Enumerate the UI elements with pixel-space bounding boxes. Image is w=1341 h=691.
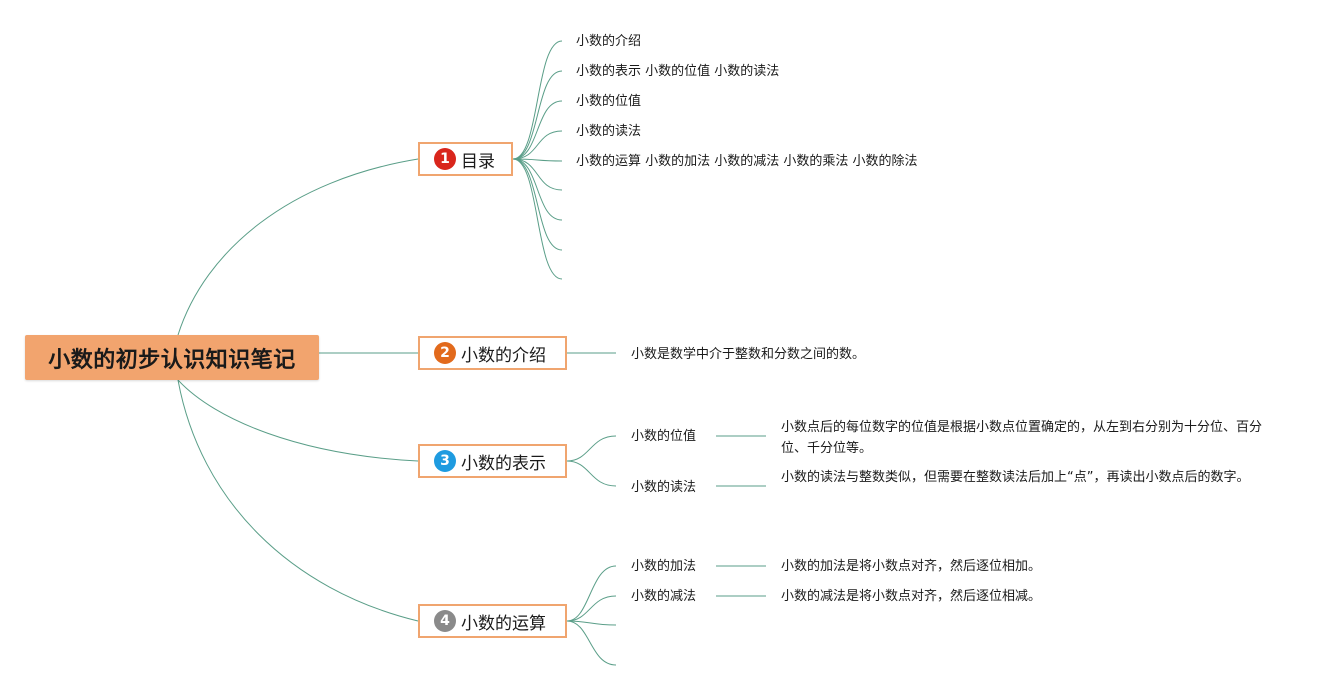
number-3-icon: 3 xyxy=(434,450,456,472)
toc-leaf-link xyxy=(512,100,563,160)
root-to-toc-link xyxy=(177,158,419,336)
number-1-icon: 1 xyxy=(434,148,456,170)
branch-representation-label: 小数的表示 xyxy=(461,453,546,474)
toc-leaf-link xyxy=(512,70,563,160)
operations-leaf-link xyxy=(566,565,617,622)
toc-item[interactable]: 小数的位值 xyxy=(576,94,642,109)
number-4-icon: 4 xyxy=(434,610,456,632)
branch-introduction-label: 小数的介绍 xyxy=(461,345,546,366)
toc-leaf-link xyxy=(512,158,563,162)
reading-description[interactable]: 小数的读法与整数类似，但需要在整数读法后加上“点”，再读出小数点后的数字。 xyxy=(781,470,1250,485)
operations-leaf-link xyxy=(566,620,617,666)
root-to-representation-link xyxy=(177,379,419,462)
toc-item[interactable]: 小数的表示 小数的位值 小数的读法 xyxy=(576,64,780,79)
subtraction-topic[interactable]: 小数的减法 xyxy=(631,589,697,604)
operations-leaf-link xyxy=(566,620,617,626)
toc-leaf-link xyxy=(512,158,563,251)
root-topic-label: 小数的初步认识知识笔记 xyxy=(48,347,296,373)
branch-operations-label: 小数的运算 xyxy=(461,613,546,634)
place-value-topic[interactable]: 小数的位值 xyxy=(631,429,697,444)
toc-leaf-link xyxy=(512,130,563,160)
place-value-description[interactable]: 小数点后的每位数字的位值是根据小数点位置确定的，从左到右分别为十分位、百分位、千… xyxy=(781,420,1263,456)
branch-introduction[interactable]: 2 小数的介绍 xyxy=(418,336,567,370)
toc-item[interactable]: 小数的运算 小数的加法 小数的减法 小数的乘法 小数的除法 xyxy=(576,154,918,169)
reading-link xyxy=(566,460,617,487)
toc-item[interactable]: 小数的介绍 xyxy=(576,34,642,49)
toc-item[interactable]: 小数的读法 xyxy=(576,124,642,139)
introduction-description[interactable]: 小数是数学中介于整数和分数之间的数。 xyxy=(631,347,866,362)
toc-leaf-link xyxy=(512,158,563,191)
root-to-operations-link xyxy=(177,379,419,622)
subtraction-description[interactable]: 小数的减法是将小数点对齐，然后逐位相减。 xyxy=(781,589,1042,604)
toc-leaf-link xyxy=(512,158,563,221)
root-topic[interactable]: 小数的初步认识知识笔记 xyxy=(25,335,319,380)
addition-description[interactable]: 小数的加法是将小数点对齐，然后逐位相加。 xyxy=(781,559,1042,574)
place-value-link xyxy=(566,435,617,462)
branch-toc[interactable]: 1 目录 xyxy=(418,142,513,176)
reading-topic[interactable]: 小数的读法 xyxy=(631,480,697,495)
branch-representation[interactable]: 3 小数的表示 xyxy=(418,444,567,478)
toc-leaf-link xyxy=(512,158,563,280)
operations-leaf-link xyxy=(566,595,617,622)
toc-leaf-link xyxy=(512,40,563,160)
number-2-icon: 2 xyxy=(434,342,456,364)
addition-topic[interactable]: 小数的加法 xyxy=(631,559,697,574)
branch-operations[interactable]: 4 小数的运算 xyxy=(418,604,567,638)
branch-toc-label: 目录 xyxy=(461,151,495,172)
